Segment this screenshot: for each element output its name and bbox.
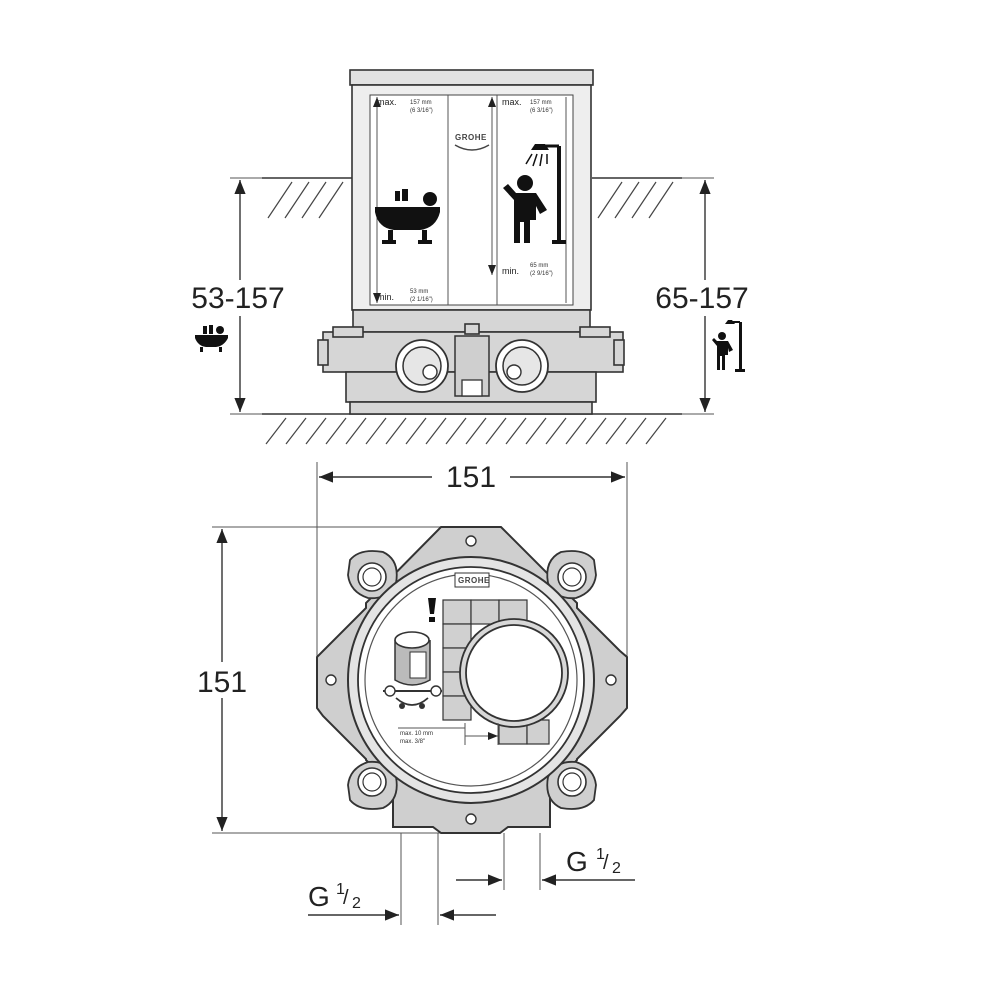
cover-min-right-inch: (2 9/16") <box>530 271 553 277</box>
cartridge-port <box>459 618 569 728</box>
side-view: max. 157 mm (6 3/16") min. 53 mm (2 1/16… <box>182 69 757 445</box>
front-brand-text: GROHE <box>458 576 490 585</box>
warning-icon <box>428 598 436 622</box>
cover-max-left-value: 157 mm <box>410 100 432 106</box>
mounting-lug-bottom-left <box>347 760 398 810</box>
install-note-line2: max. 3/8" <box>400 739 425 745</box>
grohe-logo: GROHE <box>454 133 490 151</box>
wall-surface-hatch <box>262 177 682 219</box>
protective-cover: max. 157 mm (6 3/16") min. 53 mm (2 1/16… <box>349 69 594 311</box>
thread-left-g: G <box>308 881 330 912</box>
screw-top <box>465 535 477 547</box>
thread-right-g: G <box>566 846 588 877</box>
front-brand-logo: GROHE <box>454 572 490 588</box>
cover-min-right-label: min. <box>502 266 519 276</box>
cover-min-right-value: 65 mm <box>530 263 548 269</box>
width-label: 151 <box>446 461 496 494</box>
screw-right <box>605 674 617 686</box>
cover-min-left-value: 53 mm <box>410 289 428 295</box>
thread-dimension-left: G 1 / 2 <box>306 833 496 925</box>
cover-max-left-inch: (6 3/16") <box>410 108 433 114</box>
install-note: max. 10 mm max. 3/8" <box>398 723 499 745</box>
cover-max-left-label: max. <box>377 97 397 107</box>
thread-left-num: 1 <box>336 881 345 898</box>
cover-max-right-label: max. <box>502 97 522 107</box>
thread-left-den: 2 <box>352 895 361 912</box>
bathtub-icon <box>375 189 440 244</box>
cover-brand-text: GROHE <box>455 133 487 142</box>
front-view: 151 151 <box>188 458 638 925</box>
shower-small-icon <box>712 320 745 372</box>
depth-dimension-right: 65-157 <box>645 177 757 415</box>
cover-min-left-label: min. <box>377 292 394 302</box>
height-dimension: 151 <box>188 526 470 834</box>
cover-min-left-inch: (2 1/16") <box>410 297 433 303</box>
depth-shower-label: 65-157 <box>655 282 748 315</box>
cartridge-pictogram <box>383 631 442 709</box>
svg-text:/: / <box>343 887 349 909</box>
depth-dimension-left: 53-157 <box>182 177 294 415</box>
mounting-lug-bottom-right <box>546 760 597 810</box>
thread-right-num: 1 <box>596 846 605 863</box>
mounting-lug-top-right <box>546 550 597 600</box>
wall-base-hatch <box>262 413 682 445</box>
width-dimension: 151 <box>316 458 628 665</box>
height-label: 151 <box>197 666 247 699</box>
screw-left <box>325 674 337 686</box>
depth-bath-label: 53-157 <box>191 282 284 315</box>
shower-icon <box>503 144 566 244</box>
install-note-line1: max. 10 mm <box>400 731 433 737</box>
mounting-lug-top-left <box>347 550 398 600</box>
thread-right-den: 2 <box>612 860 621 877</box>
svg-text:/: / <box>603 852 609 874</box>
valve-body-side <box>317 309 625 415</box>
screw-bottom <box>465 813 477 825</box>
cover-max-right-value: 157 mm <box>530 100 552 106</box>
bathtub-small-icon <box>195 325 228 352</box>
cover-max-right-inch: (6 3/16") <box>530 108 553 114</box>
thread-dimension-right: G 1 / 2 <box>456 833 638 890</box>
